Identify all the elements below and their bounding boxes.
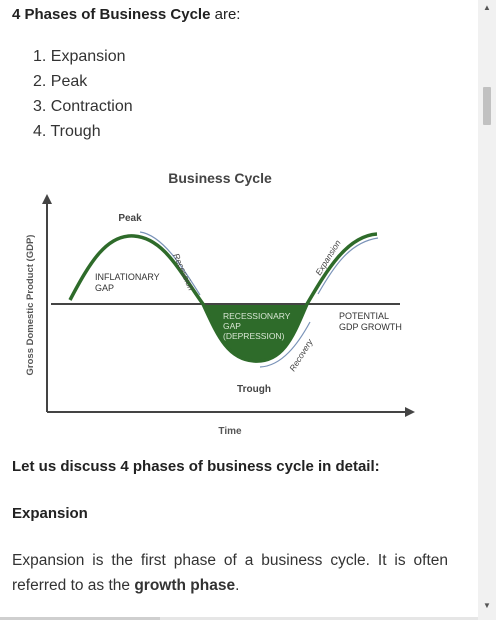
recessionary-gap-label-2: GAP — [223, 321, 241, 331]
expansion-paragraph: Expansion is the first phase of a busine… — [12, 548, 448, 598]
potential-gdp-label-2: GDP GROWTH — [339, 322, 402, 332]
inflationary-gap-label-1: INFLATIONARY — [95, 272, 160, 282]
y-axis-label: Gross Domestic Product (GDP) — [25, 235, 36, 376]
business-cycle-curve — [68, 232, 378, 363]
trough-label: Trough — [237, 384, 271, 395]
recessionary-gap-label-3: (DEPRESSION) — [223, 331, 285, 341]
phase-item-contraction: 3. Contraction — [33, 98, 133, 115]
expansion-heading: Expansion — [12, 505, 88, 522]
x-axis-arrow-icon — [405, 407, 415, 417]
phases-intro-bold: 4 Phases of Business Cycle — [12, 6, 211, 23]
vertical-scroll-thumb[interactable] — [483, 87, 491, 125]
potential-gdp-label-1: POTENTIAL — [339, 311, 389, 321]
phase-item-expansion: 1. Expansion — [33, 48, 126, 65]
business-cycle-diagram: Business Cycle Gross Domestic Product (G… — [25, 170, 415, 437]
phases-intro: 4 Phases of Business Cycle are: — [12, 6, 240, 23]
phase-item-trough: 4. Trough — [33, 123, 101, 140]
phase-item-peak: 2. Peak — [33, 73, 88, 90]
y-axis-arrow-icon — [42, 194, 52, 204]
inflationary-gap-label-2: GAP — [95, 283, 114, 293]
vertical-scrollbar[interactable]: ▲ ▼ — [478, 0, 496, 620]
scroll-down-icon[interactable]: ▼ — [483, 601, 491, 610]
article-content: 4 Phases of Business Cycle are: 1. Expan… — [0, 6, 478, 620]
expansion-paragraph-text: Expansion is the first phase of a busine… — [12, 552, 448, 594]
growth-phase-term: growth phase — [134, 577, 236, 594]
recessionary-gap-label-1: RECESSIONARY — [223, 311, 291, 321]
recovery-label: Recovery — [287, 337, 315, 373]
recession-label: Recession — [171, 252, 196, 293]
expansion-paragraph-end: . — [235, 577, 240, 594]
expansion-guide-line — [317, 237, 379, 295]
x-axis-label: Time — [218, 426, 242, 437]
discuss-heading: Let us discuss 4 phases of business cycl… — [12, 458, 380, 475]
horizontal-scroll-thumb[interactable] — [0, 617, 160, 620]
horizontal-scrollbar[interactable] — [0, 617, 478, 620]
diagram-title: Business Cycle — [168, 170, 272, 186]
scroll-up-icon[interactable]: ▲ — [483, 3, 491, 12]
phases-intro-rest: are: — [210, 6, 241, 23]
recovery-guide-line — [259, 321, 311, 368]
recession-guide-line — [139, 231, 201, 296]
peak-label: Peak — [118, 213, 142, 224]
